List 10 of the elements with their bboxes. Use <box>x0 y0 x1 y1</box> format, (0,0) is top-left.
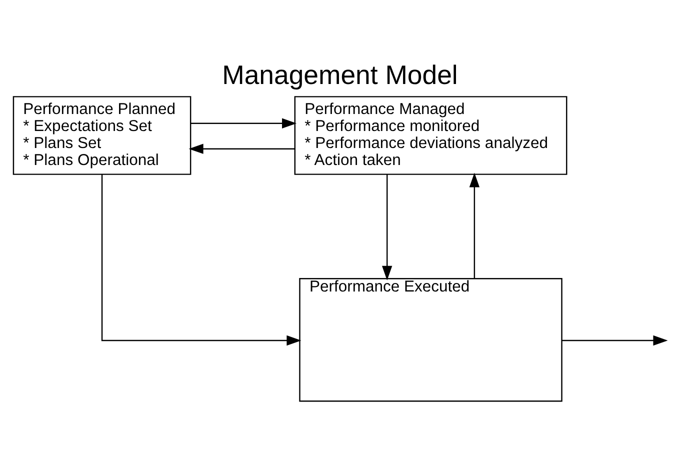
arrow <box>562 335 668 346</box>
arrow <box>188 144 295 154</box>
node-box: Performance Executed <box>299 278 562 402</box>
arrow <box>101 174 302 346</box>
arrow <box>191 118 297 128</box>
arrow <box>469 172 480 279</box>
node-box: Performance Planned * Expectations Set * Plans Set * Plans Operational <box>12 96 192 175</box>
node-box: Performance Managed * Performance monitored * Performance deviations analyzed * Action taken <box>294 96 568 175</box>
diagram-title: Management Model <box>222 60 458 90</box>
arrow <box>382 174 392 280</box>
